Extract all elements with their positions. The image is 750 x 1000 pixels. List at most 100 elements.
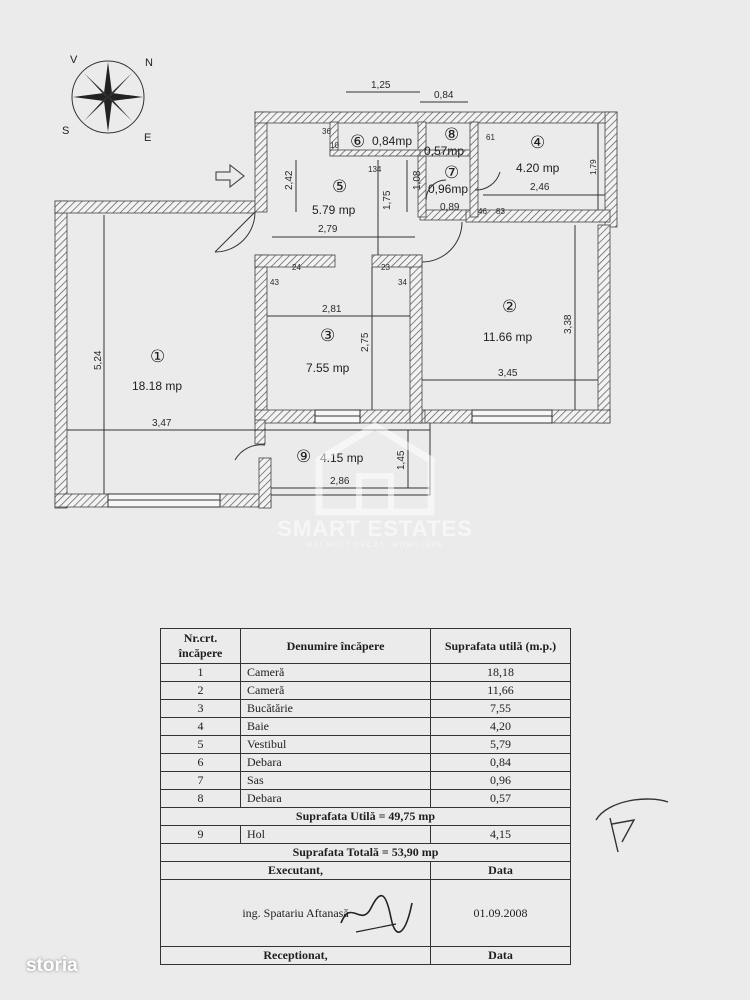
room-3-area: 7.55 mp [306, 361, 350, 375]
dimension-labels: 1,25 0,84 2,42 1,08 1,75 2,79 134 36 10 … [93, 80, 598, 487]
row-room-name: Bucătărie [240, 699, 431, 718]
row-area: 5,79 [430, 735, 571, 754]
table-row: 7 Sas 0,96 [160, 771, 571, 790]
room-6-area: 0,84mp [372, 134, 412, 148]
room-6-number: ⑥ [350, 132, 365, 151]
dim-134: 134 [368, 165, 382, 174]
table-row: 9 Hol 4,15 [160, 825, 571, 844]
row-number: 2 [160, 681, 241, 700]
room-8-area: 0,57mp [424, 144, 464, 158]
dim-2-46: 2,46 [530, 182, 550, 193]
table-row: 2 Cameră 11,66 [160, 681, 571, 700]
compass-s: S [62, 125, 69, 137]
engineer-name: ing. Spatariu Aftanasă [242, 905, 349, 920]
row-number: 9 [160, 825, 241, 844]
dim-0-89: 0,89 [440, 202, 460, 213]
receptionat-row: Receptionat, Data [160, 946, 571, 965]
dim-1-08: 1,08 [412, 170, 423, 190]
dim-3-47: 3,47 [152, 418, 172, 429]
grand-total: Suprafata Totală = 53,90 mp [160, 843, 571, 862]
storia-logo: storia [26, 955, 78, 976]
dim-34: 34 [398, 278, 407, 287]
date-label: Data [430, 861, 571, 880]
row-room-name: Cameră [240, 681, 431, 700]
room-3-number: ③ [320, 326, 335, 345]
row-area: 4,20 [430, 717, 571, 736]
date-label-2: Data [430, 946, 571, 965]
compass-v: V [70, 54, 78, 66]
row-room-name: Debara [240, 789, 431, 808]
room-labels: ① 18.18 mp ② 11.66 mp ③ 7.55 mp ④ 4.20 m… [132, 125, 560, 466]
dim-2-81: 2,81 [322, 304, 342, 315]
room-1-number: ① [150, 347, 165, 366]
executant-label: Executant, [160, 861, 431, 880]
row-area: 4,15 [430, 825, 571, 844]
dim-46: 46 [478, 207, 487, 216]
dim-1-25: 1,25 [371, 80, 391, 91]
watermark-title: SMART ESTATES [277, 516, 473, 541]
row-room-name: Hol [240, 825, 431, 844]
row-room-name: Sas [240, 771, 431, 790]
row-room-name: Debara [240, 753, 431, 772]
dim-36: 36 [322, 127, 331, 136]
header-room-name: Denumire încăpere [240, 628, 431, 664]
row-area: 0,84 [430, 753, 571, 772]
row-area: 18,18 [430, 663, 571, 682]
dim-3-38: 3,38 [563, 314, 574, 334]
handwritten-signature [340, 894, 413, 933]
dim-43: 43 [270, 278, 279, 287]
dim-24: 24 [292, 263, 301, 272]
room-8-number: ⑧ [444, 125, 459, 144]
room-4-number: ④ [530, 133, 545, 152]
grand-total-row: Suprafata Totală = 53,90 mp [160, 843, 571, 862]
watermark-subtitle: MAI MULT DECÂT IMOBILIARE [306, 542, 444, 549]
room-7-number: ⑦ [444, 163, 459, 182]
room-9-number: ⑨ [296, 447, 311, 466]
useful-total-row: Suprafata Utilă = 49,75 mp [160, 807, 571, 826]
compass-rose-icon: N E S V [62, 54, 153, 144]
walls [54, 111, 618, 509]
compass-e: E [144, 132, 151, 144]
row-number: 3 [160, 699, 241, 718]
table-row: 6 Debara 0,84 [160, 753, 571, 772]
header-number: Nr.crt. încăpere [160, 628, 241, 664]
table-row: 3 Bucătărie 7,55 [160, 699, 571, 718]
useful-total: Suprafata Utilă = 49,75 mp [160, 807, 571, 826]
row-room-name: Vestibul [240, 735, 431, 754]
row-number: 8 [160, 789, 241, 808]
row-number: 1 [160, 663, 241, 682]
dim-5-24: 5,24 [93, 350, 104, 370]
dim-2-42: 2,42 [284, 170, 295, 190]
dim-1-45: 1,45 [396, 450, 407, 470]
dim-0-84: 0,84 [434, 90, 454, 101]
room-5-area: 5.79 mp [312, 203, 356, 217]
table-header-row: Nr.crt. încăpere Denumire încăpere Supra… [160, 628, 571, 664]
dim-3-45: 3,45 [498, 368, 518, 379]
dim-2-75: 2,75 [360, 332, 371, 352]
margin-signature-mark [595, 798, 669, 853]
row-number: 4 [160, 717, 241, 736]
receptionat-label: Receptionat, [160, 946, 431, 965]
row-room-name: Cameră [240, 663, 431, 682]
signature-row: ing. Spatariu Aftanasă 01.09.2008 [160, 879, 571, 947]
row-area: 7,55 [430, 699, 571, 718]
table-row: 1 Cameră 18,18 [160, 663, 571, 682]
signature-cell: ing. Spatariu Aftanasă [160, 879, 431, 947]
room-5-number: ⑤ [332, 177, 347, 196]
dim-2-79: 2,79 [318, 224, 338, 235]
row-number: 7 [160, 771, 241, 790]
row-number: 6 [160, 753, 241, 772]
compass-n: N [145, 57, 153, 69]
dim-61: 61 [486, 133, 495, 142]
table-row: 8 Debara 0,57 [160, 789, 571, 808]
house-logo-icon [315, 421, 435, 516]
dim-1-75: 1,75 [382, 190, 393, 210]
dim-2-86: 2,86 [330, 476, 350, 487]
smart-estates-watermark: SMART ESTATES MAI MULT DECÂT IMOBILIARE [255, 420, 495, 560]
room-2-number: ② [502, 297, 517, 316]
executant-row: Executant, Data [160, 861, 571, 880]
floor-plan: N E S V [54, 54, 618, 509]
document-date: 01.09.2008 [430, 879, 571, 947]
dim-10: 10 [330, 141, 339, 150]
room-4-area: 4.20 mp [516, 161, 560, 175]
